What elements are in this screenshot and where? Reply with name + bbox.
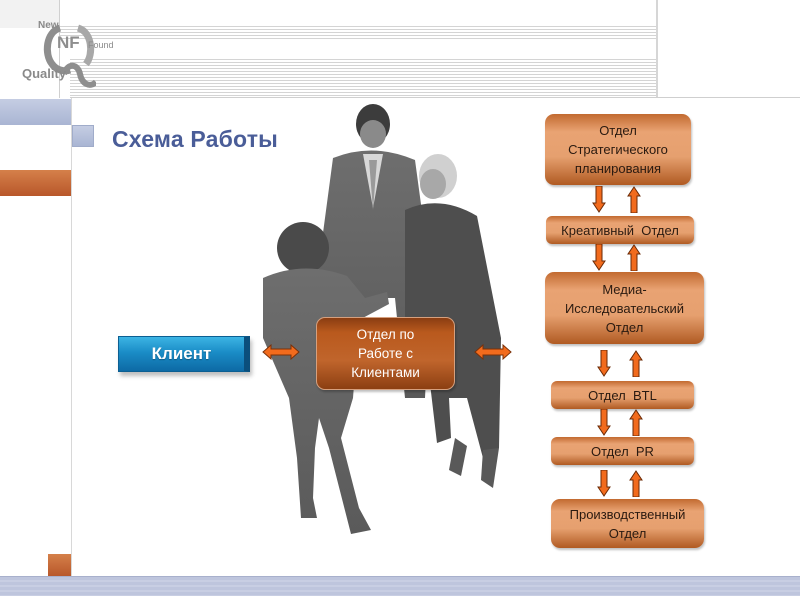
double-arrow-client-icon: [262, 344, 300, 360]
client-button[interactable]: Клиент: [118, 336, 250, 372]
strategic-line-3: планирования: [574, 161, 662, 176]
arrow-down-icon: [592, 186, 606, 213]
client-dept-line-2: Работе с: [357, 346, 414, 361]
creative-dept-box[interactable]: Креативный Отдел: [546, 216, 694, 244]
page-title: Схема Работы: [112, 126, 279, 152]
production-line-1: Производственный: [569, 506, 686, 522]
media-line-2: Исследовательский: [564, 300, 685, 316]
decor-orange-bar: [0, 170, 71, 196]
logo-found-text: Found: [88, 40, 114, 50]
header-bottom-line: [70, 97, 800, 98]
content-left-line: [71, 98, 72, 576]
arrow-up-icon: [627, 244, 641, 271]
client-relations-dept-box[interactable]: Отдел по Работе с Клиентами: [316, 317, 455, 390]
btl-dept-box[interactable]: Отдел BTL: [551, 381, 694, 409]
double-arrow-departments-icon: [474, 344, 512, 360]
production-line-2: Отдел: [608, 525, 647, 541]
header-gray-block: [0, 0, 60, 28]
header-divider-left: [59, 0, 60, 98]
pr-line-1: Отдел PR: [591, 443, 654, 459]
header-stripes-top: [60, 26, 657, 40]
strategic-line-2: Стратегического: [568, 142, 668, 157]
production-dept-box[interactable]: Производственный Отдел: [551, 499, 704, 548]
client-dept-line-3: Клиентами: [351, 365, 420, 380]
arrow-up-icon: [629, 350, 643, 377]
logo-q-icon: NF: [43, 24, 96, 88]
media-line-3: Отдел: [605, 319, 644, 335]
decor-blue-bar: [0, 99, 71, 125]
arrow-up-icon: [627, 186, 641, 213]
btl-line-1: Отдел BTL: [588, 387, 657, 403]
logo: NF New Found Quality: [20, 18, 120, 90]
header-stripes-bottom: [70, 59, 657, 98]
header-divider-right: [656, 0, 658, 98]
arrow-down-icon: [597, 350, 611, 377]
arrow-up-icon: [629, 470, 643, 497]
arrow-down-icon: [597, 409, 611, 436]
creative-line-1: Креативный Отдел: [561, 222, 679, 238]
strategic-planning-dept-box[interactable]: Отдел Стратегического планирования: [545, 114, 691, 185]
client-dept-line-1: Отдел по: [356, 327, 415, 342]
svg-text:NF: NF: [57, 33, 80, 52]
pr-dept-box[interactable]: Отдел PR: [551, 437, 694, 465]
media-line-1: Медиа-: [602, 281, 647, 297]
arrow-up-icon: [629, 409, 643, 436]
logo-quality-text: Quality: [22, 66, 67, 81]
arrow-down-icon: [592, 244, 606, 271]
strategic-line-1: Отдел: [599, 123, 637, 138]
title-bullet-square: [72, 125, 94, 147]
logo-new-text: New: [38, 20, 59, 31]
decor-orange-square: [48, 554, 71, 576]
media-research-dept-box[interactable]: Медиа- Исследовательский Отдел: [545, 272, 704, 344]
arrow-down-icon: [597, 470, 611, 497]
footer-bar: [0, 576, 800, 600]
